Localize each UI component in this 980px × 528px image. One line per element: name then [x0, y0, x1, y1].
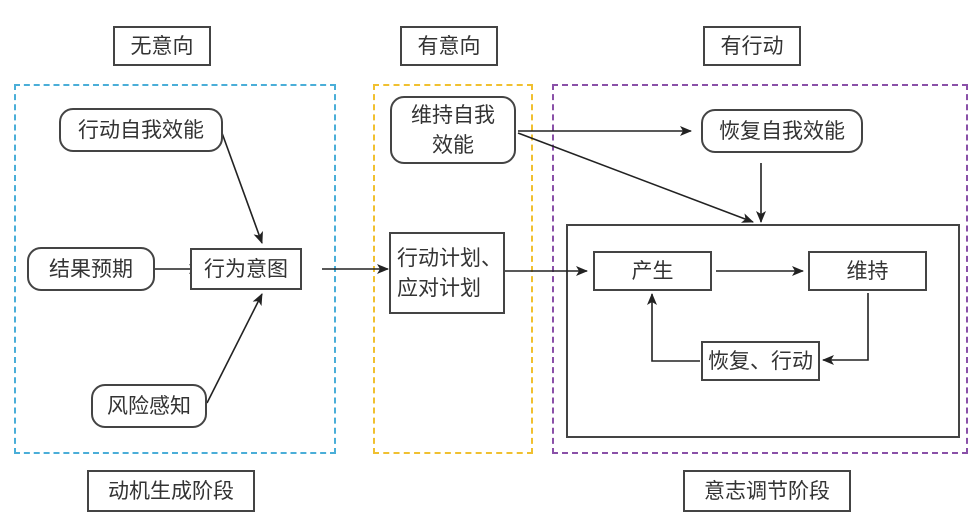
node-text: 行为意图: [204, 256, 288, 281]
arrow-maintenance-to-recovery: [822, 293, 869, 365]
node-recovery-self-efficacy: 恢复自我效能: [701, 109, 863, 153]
node-text: 产生: [631, 258, 674, 283]
node-text: 恢复、行动: [708, 348, 813, 373]
node-maintain-self-efficacy: 维持自我 效能: [390, 96, 516, 164]
stage-label-text: 动机生成阶段: [108, 478, 234, 503]
arrow-recovery-to-initiation: [647, 293, 700, 362]
node-text: 行动自我效能: [78, 117, 204, 142]
node-text-line2: 效能: [432, 133, 474, 157]
node-text-line1: 维持自我: [411, 102, 495, 127]
node-maintenance: 维持: [808, 251, 927, 291]
node-planning: 行动计划、 应对计划: [389, 232, 505, 314]
node-recovery-action: 恢复、行动: [701, 341, 820, 381]
stage-label-volition: 意志调节阶段: [683, 470, 851, 512]
node-text: 结果预期: [49, 256, 133, 281]
arrow-risk-to-intention: [206, 293, 263, 404]
phase-label-has-intention: 有意向: [400, 26, 498, 66]
arrow-maintain-efficacy-to-cycle: [517, 132, 754, 223]
volition-stage-region: [552, 84, 968, 454]
phase-label-has-action: 有行动: [703, 26, 801, 66]
node-text-line2: 应对计划: [397, 276, 481, 300]
node-risk-perception: 风险感知: [91, 384, 207, 428]
phase-label-text: 有意向: [417, 33, 481, 58]
phase-label-text: 有行动: [720, 33, 784, 58]
node-behavior-intention: 行为意图: [190, 248, 302, 290]
node-action-self-efficacy: 行动自我效能: [59, 108, 223, 152]
volition-cycle-container: [566, 224, 960, 438]
node-text: 风险感知: [107, 393, 191, 418]
arrow-action-efficacy-to-intention: [221, 132, 263, 244]
node-initiation: 产生: [593, 251, 712, 291]
phase-label-no-intention: 无意向: [113, 26, 211, 66]
phase-label-text: 无意向: [130, 33, 194, 58]
node-text: 恢复自我效能: [719, 118, 845, 143]
node-text-line1: 行动计划、: [397, 245, 502, 270]
stage-label-text: 意志调节阶段: [704, 478, 830, 503]
node-text: 维持: [846, 258, 889, 283]
stage-label-motivation: 动机生成阶段: [87, 470, 255, 512]
node-outcome-expectancy: 结果预期: [27, 247, 155, 291]
